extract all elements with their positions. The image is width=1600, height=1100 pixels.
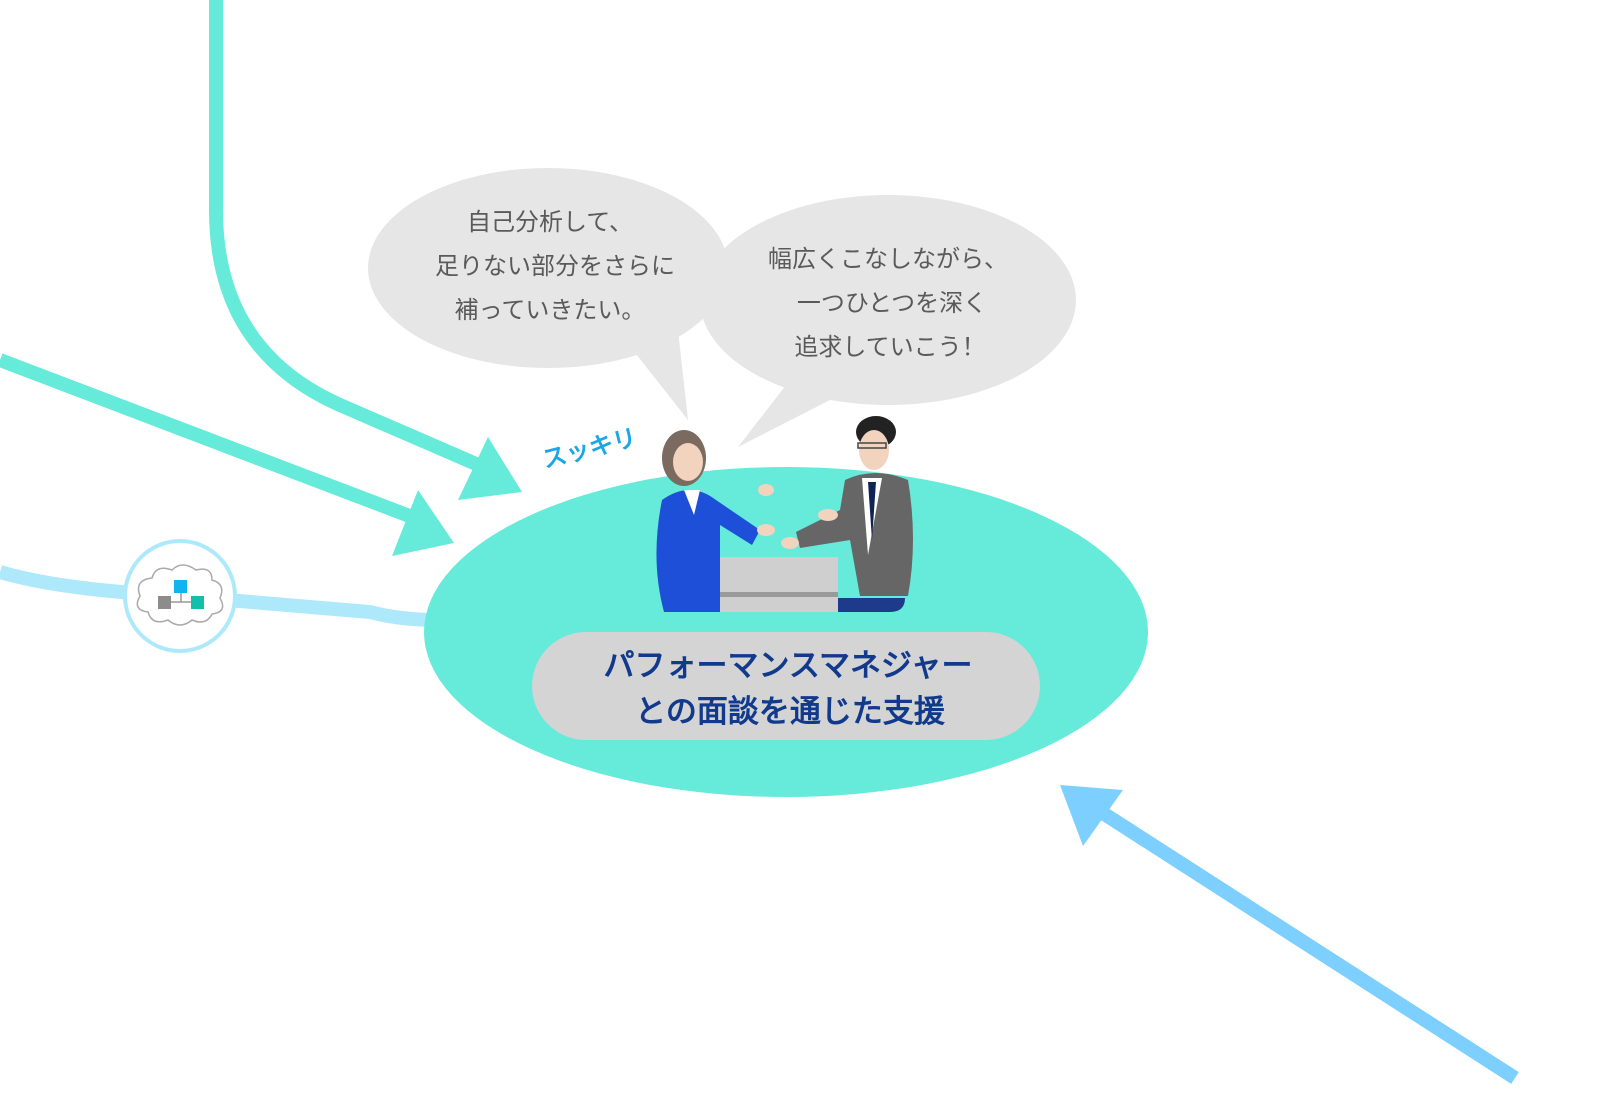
bubble-left-line-3: 補っていきたい。: [455, 296, 646, 324]
bubble-right-line-1: 幅広くこなしながら、: [768, 245, 1008, 273]
bubble-left-line-2: 足りない部分をさらに: [435, 252, 675, 280]
main-label-line-1: パフォーマンスマネジャー: [604, 648, 973, 684]
blue-arrowhead: [1060, 785, 1123, 846]
bubble-left-line-1: 自己分析して、: [467, 208, 633, 236]
main-label-line-2: との面談を通じた支援: [635, 694, 946, 730]
meeting-illustration: [656, 416, 913, 612]
sukkiri-label: スッキリ: [540, 423, 640, 473]
teal-connector-left: [0, 353, 423, 527]
main-label-pill: [532, 632, 1040, 740]
cloud-network-icon: [123, 539, 237, 653]
blue-connector: [1091, 802, 1519, 1084]
teal-connector-top: [209, 0, 493, 477]
bubble-right-line-2: 一つひとつを深く: [797, 289, 987, 317]
teal-arrowhead-left: [392, 490, 454, 556]
speech-bubble-right: 幅広くこなしながら、 一つひとつを深く 追求していこう！: [700, 195, 1076, 447]
bubble-right-line-3: 追求していこう！: [794, 333, 985, 361]
speech-bubble-left: 自己分析して、 足りない部分をさらに 補っていきたい。: [368, 168, 728, 420]
teal-arrowhead-top: [458, 437, 522, 500]
